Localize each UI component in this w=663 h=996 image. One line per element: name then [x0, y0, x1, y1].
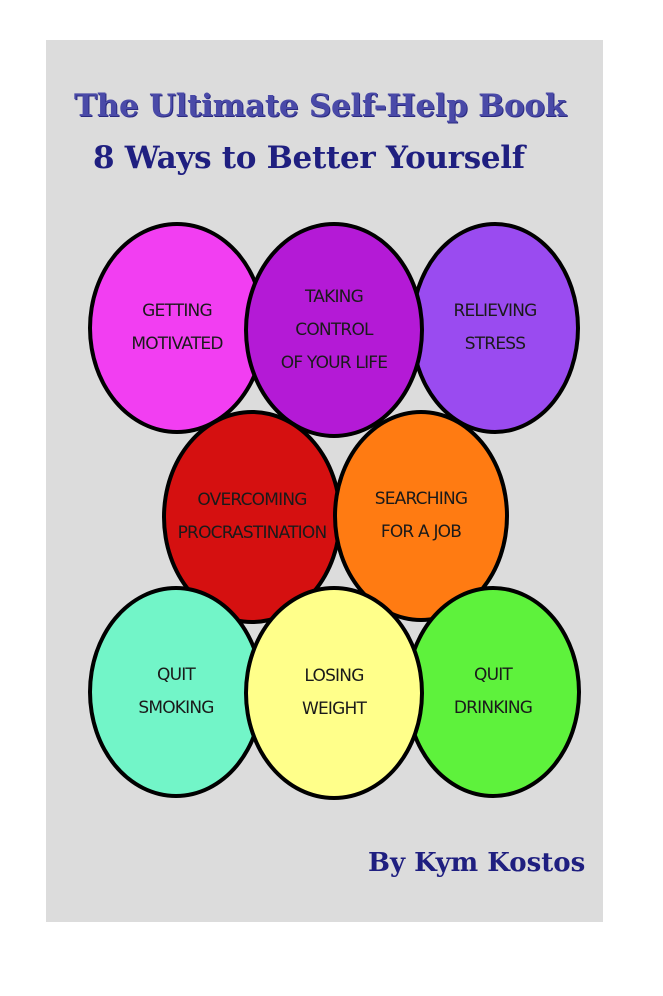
- circle-label-line: FOR A JOB: [380, 522, 462, 542]
- circle-losing-weight: LOSING WEIGHT: [244, 586, 424, 800]
- circle-label-line: STRESS: [464, 334, 526, 354]
- circle-label-line: SMOKING: [138, 698, 214, 718]
- circle-label-line: QUIT: [156, 665, 196, 685]
- circle-getting-motivated: GETTING MOTIVATED: [88, 222, 266, 434]
- book-author: By Kym Kostos: [368, 848, 586, 878]
- book-subtitle: 8 Ways to Better Yourself: [93, 140, 525, 176]
- circle-label-line: DRINKING: [453, 698, 533, 718]
- circle-label-line: OVERCOMING: [197, 490, 307, 510]
- circle-relieving-stress: RELIEVING STRESS: [410, 222, 580, 434]
- circle-quit-smoking: QUIT SMOKING: [88, 586, 264, 798]
- circle-label-line: TAKING: [305, 286, 364, 307]
- circle-label-line: LOSING: [304, 666, 364, 686]
- circle-label-line: WEIGHT: [301, 699, 367, 719]
- circle-label-line: RELIEVING: [453, 301, 537, 321]
- circle-label-line: CONTROL: [295, 319, 373, 340]
- circle-label-line: MOTIVATED: [131, 334, 223, 354]
- circle-label-line: PROCRASTINATION: [177, 523, 328, 543]
- book-title: The Ultimate Self-Help Book: [74, 88, 566, 124]
- circle-label-line: OF YOUR LIFE: [280, 352, 388, 373]
- circle-label-line: GETTING: [142, 301, 212, 321]
- circle-label-line: QUIT: [473, 665, 513, 685]
- circle-label-line: SEARCHING: [374, 489, 468, 509]
- circle-quit-drinking: QUIT DRINKING: [405, 586, 581, 798]
- circle-taking-control: TAKING CONTROL OF YOUR LIFE: [244, 222, 424, 438]
